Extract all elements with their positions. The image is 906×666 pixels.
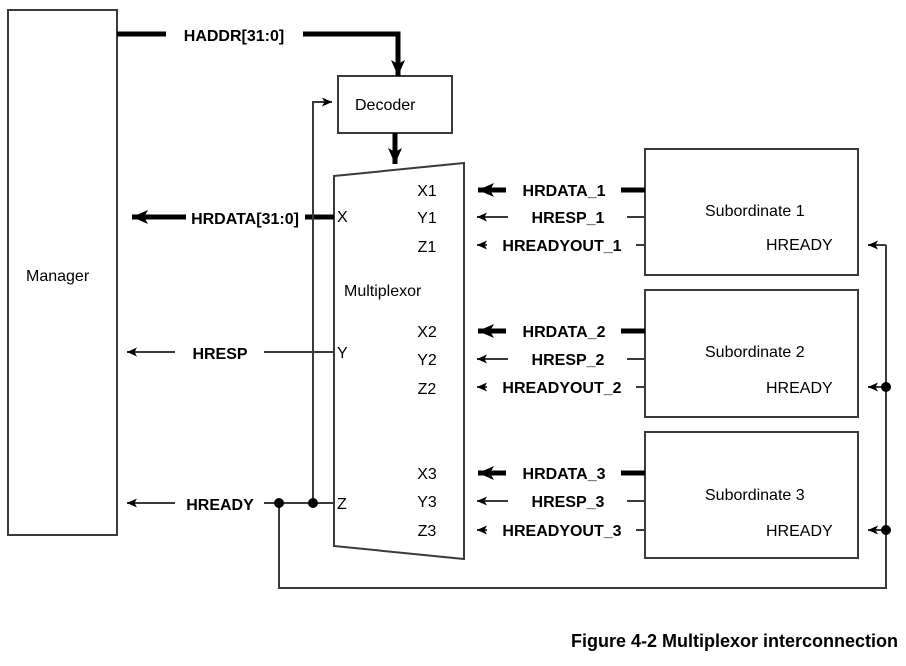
haddr-wire-right [303, 31, 405, 76]
subordinate-3-hready-port-label: HREADY [766, 523, 833, 540]
subordinate-3-block [644, 431, 859, 559]
hready-bus-dot-subordinate-3 [881, 525, 891, 535]
subordinate-1-label: Subordinate 1 [705, 203, 805, 220]
subordinate-2-hready-port-label: HREADY [766, 380, 833, 397]
decoder-label: Decoder [355, 97, 416, 114]
hresp-2-signal-label: HRESP_2 [532, 352, 605, 369]
mux-port-x1-label: X1 [417, 183, 437, 200]
mux-port-x2-label: X2 [417, 324, 437, 341]
hresp-signal-label: HRESP [192, 346, 247, 363]
mux-port-z-label: Z [337, 496, 347, 513]
mux-port-z1-label: Z1 [418, 239, 437, 256]
mux-port-y-label: Y [337, 345, 348, 362]
mux-port-z3-label: Z3 [418, 523, 437, 540]
hrdata-signal-label: HRDATA[31:0] [191, 211, 299, 228]
subordinate-2-block [644, 289, 859, 418]
mux-port-y2-label: Y2 [417, 352, 437, 369]
subordinate-2-label: Subordinate 2 [705, 344, 805, 361]
hreadyout-3-signal-label: HREADYOUT_3 [502, 523, 621, 540]
multiplexor-block [333, 161, 465, 561]
mux-port-x3-label: X3 [417, 466, 437, 483]
subordinate-1-block [644, 148, 859, 276]
mux-port-z2-label: Z2 [418, 381, 437, 398]
hresp-3-signal-label: HRESP_3 [532, 494, 605, 511]
hreadyout-1-signal-label: HREADYOUT_1 [502, 238, 621, 255]
decoder-block [337, 75, 453, 134]
multiplexor-label: Multiplexor [344, 283, 422, 300]
hrdata-1-signal-label: HRDATA_1 [523, 183, 606, 200]
hrdata-3-signal-label: HRDATA_3 [523, 466, 606, 483]
hrdata-2-signal-label: HRDATA_2 [523, 324, 606, 341]
figure-caption: Figure 4-2 Multiplexor interconnection [570, 631, 898, 651]
hready-junction-dot-decoder [308, 498, 318, 508]
subordinate-3-label: Subordinate 3 [705, 487, 805, 504]
hready-bus-dot-subordinate-2 [881, 382, 891, 392]
hready-feedback-bus [278, 245, 887, 589]
mux-port-y1-label: Y1 [417, 210, 437, 227]
hresp-1-signal-label: HRESP_1 [532, 210, 605, 227]
hready-signal-label: HREADY [186, 497, 254, 514]
hready-to-decoder-wire [312, 97, 332, 503]
haddr-signal-label: HADDR[31:0] [184, 28, 284, 45]
manager-block [7, 9, 118, 536]
mux-port-y3-label: Y3 [417, 494, 437, 511]
subordinate-1-hready-port-label: HREADY [766, 237, 833, 254]
hready-junction-dot-left [274, 498, 284, 508]
hreadyout-2-signal-label: HREADYOUT_2 [502, 380, 621, 397]
mux-port-x-label: X [337, 209, 348, 226]
manager-label: Manager [26, 268, 90, 285]
